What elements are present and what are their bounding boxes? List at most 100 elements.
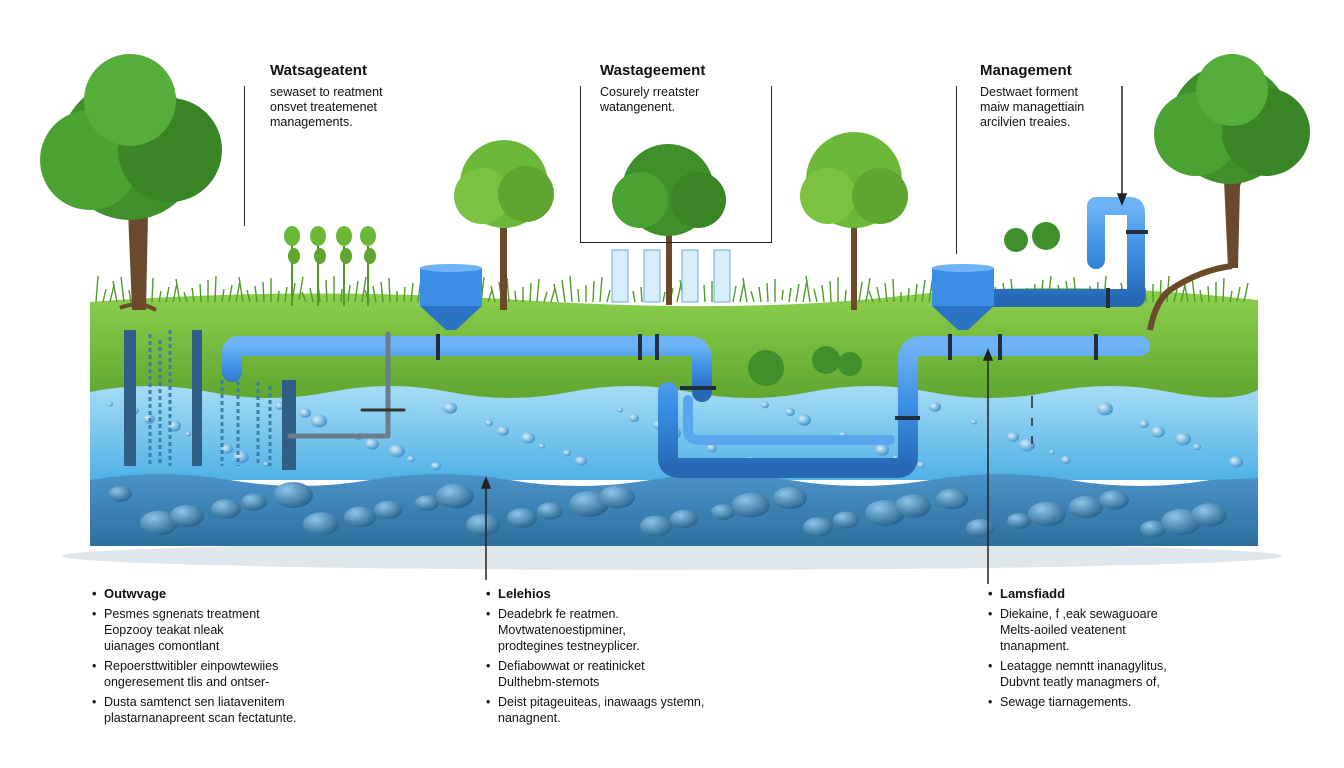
grass-blade: [632, 290, 636, 303]
stone: [966, 518, 994, 538]
plant-leaf: [288, 248, 300, 264]
stone: [936, 488, 968, 510]
grass-blade: [102, 288, 107, 303]
water-droplet: [233, 450, 249, 464]
water-droplet: [431, 462, 441, 470]
callout-pointers: [480, 86, 1128, 584]
grass-blade: [109, 284, 115, 303]
water-droplet: [521, 432, 535, 444]
water-droplet: [563, 449, 571, 457]
grass-blade: [703, 284, 706, 303]
grass-blade: [254, 285, 258, 303]
callout-1-line: onsvet treatemenet: [270, 100, 378, 114]
water-droplet: [263, 461, 269, 467]
grass-blade: [829, 280, 832, 303]
grass-blade: [120, 276, 125, 303]
stone: [436, 483, 474, 509]
grass-blade: [781, 289, 784, 301]
water-droplet: [485, 419, 493, 427]
stone: [537, 502, 563, 520]
list-item: Pesmes sgnenats treatment Eopzooy teakat…: [92, 606, 392, 654]
grass-blade: [1144, 287, 1147, 303]
water-droplet: [929, 402, 941, 412]
grass-blade: [199, 283, 202, 303]
bottom-column-3: Lamsfiadd Diekaine, f ,eak sewaguoare Me…: [988, 586, 1228, 714]
callout-bracket-3: [956, 86, 967, 254]
grass-blade: [1207, 285, 1210, 303]
water-droplet: [1229, 456, 1243, 468]
list-item: Repoersttwitibler einpowtewiies ongerese…: [92, 658, 392, 690]
stone: [415, 495, 439, 511]
grass-blade: [606, 289, 611, 303]
grass-blade: [599, 276, 603, 303]
callout-1-title: Watsageatent: [270, 62, 367, 79]
main-pipe-left: [222, 336, 712, 402]
grass-blade: [309, 287, 314, 303]
grass-blade: [553, 283, 559, 303]
stone: [140, 510, 178, 536]
inner-loop: [683, 395, 895, 445]
filter-posts: [124, 330, 296, 470]
water-droplet: [1007, 432, 1019, 442]
callout-3-line: maiw managettiain: [980, 100, 1085, 114]
grass-blade: [821, 284, 825, 303]
plant-leaf: [360, 226, 376, 246]
grass-blade: [506, 277, 510, 303]
filter-cylinders: [611, 249, 731, 303]
water-droplet: [797, 414, 811, 426]
stone: [803, 517, 833, 537]
callout-1-line: managements.: [270, 115, 353, 129]
water-droplet: [575, 456, 587, 466]
stone: [865, 500, 905, 526]
callout-1: Watsageatent sewaset to reatment onsvet …: [270, 62, 440, 130]
grass-blade: [214, 275, 217, 303]
grass-blade: [361, 276, 367, 303]
water-droplet: [185, 431, 191, 437]
tree-small-1: [454, 140, 554, 310]
water-droplet: [1175, 432, 1191, 446]
grass-blade: [388, 277, 391, 303]
grass-blade: [514, 290, 517, 303]
grass-blade: [372, 285, 377, 303]
plants-row: [284, 226, 376, 306]
grass-blade: [569, 275, 573, 303]
stone: [211, 499, 241, 519]
grass-blade: [246, 289, 251, 303]
water-droplet: [971, 419, 977, 425]
grass-blade: [112, 280, 118, 303]
water-droplet: [389, 444, 405, 458]
water-droplet: [311, 414, 327, 428]
water-droplet: [497, 426, 509, 436]
grass-blade: [795, 283, 800, 303]
water-droplet: [1019, 438, 1035, 452]
callout-2-line: watangenent.: [600, 100, 676, 114]
grass-blade: [813, 288, 818, 303]
stone: [170, 504, 204, 528]
grass-blade: [892, 278, 895, 303]
water-droplet: [1097, 402, 1113, 416]
grass-blade: [238, 276, 244, 303]
grass-blade: [490, 285, 496, 303]
stone: [1140, 520, 1166, 538]
plant-leaf: [314, 248, 326, 264]
stone: [1161, 509, 1201, 535]
bottom-column-2: Lelehios Deadebrk fe reatmen. Movtwateno…: [486, 586, 786, 730]
grass-blade: [577, 288, 580, 303]
grass-blade: [340, 288, 343, 303]
list-item: Dusta samtenct sen liatavenitem plastarn…: [92, 694, 392, 726]
bottom-column-1-heading: Outwvage: [92, 586, 392, 602]
list-item: Deadebrk fe reatmen. Movtwatenoestipmine…: [486, 606, 786, 654]
grass-blade: [128, 289, 132, 303]
grass-blade: [742, 277, 748, 303]
grass-blade: [1199, 289, 1203, 303]
water-droplet: [1193, 443, 1201, 451]
grass-blade: [907, 287, 910, 303]
grass-blade: [640, 286, 643, 303]
grass-blade: [298, 276, 304, 301]
bottom-column-2-list: Deadebrk fe reatmen. Movtwatenoestipmine…: [486, 606, 786, 726]
stone: [670, 509, 698, 529]
grass-blade: [536, 278, 540, 303]
stone: [569, 491, 609, 517]
list-item: Diekaine, f ,eak sewaguoare Melts-aoiled…: [988, 606, 1228, 654]
